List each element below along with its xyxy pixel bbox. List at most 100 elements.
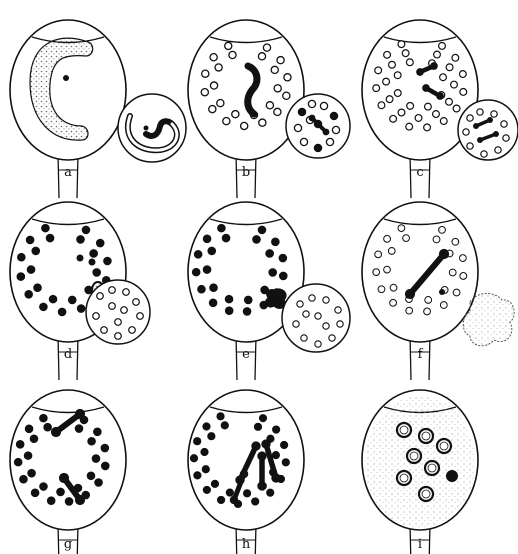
- granule: [210, 284, 218, 292]
- granule: [259, 415, 266, 422]
- granule: [65, 498, 73, 506]
- granule: [210, 82, 217, 89]
- spindle-knob: [493, 131, 499, 137]
- granule: [403, 235, 410, 242]
- panel-label-e: e: [242, 347, 250, 362]
- granule: [433, 111, 440, 118]
- granule: [34, 284, 42, 292]
- granule: [77, 255, 84, 262]
- granule: [229, 51, 236, 58]
- granule: [303, 311, 309, 317]
- granule: [201, 89, 208, 96]
- granule: [93, 269, 101, 277]
- granule: [407, 102, 414, 109]
- spindle-knob: [271, 473, 280, 482]
- granule: [266, 102, 273, 109]
- granule: [269, 269, 277, 277]
- panel-i: [362, 390, 478, 554]
- spindle-knob: [422, 84, 430, 92]
- granule: [384, 266, 391, 273]
- granule: [40, 483, 48, 491]
- granule: [446, 64, 453, 71]
- granule: [274, 108, 281, 115]
- granule: [90, 250, 98, 258]
- granule: [27, 266, 35, 274]
- granule: [406, 307, 413, 314]
- granule: [77, 305, 85, 313]
- granule: [386, 96, 393, 103]
- spindle-knob: [257, 451, 266, 460]
- granule: [209, 105, 216, 112]
- granule: [225, 295, 233, 303]
- granule: [323, 323, 329, 329]
- granule: [378, 286, 385, 293]
- cell-body: [10, 390, 126, 530]
- granule: [384, 235, 391, 242]
- panel-d: [10, 202, 150, 380]
- granule: [210, 54, 217, 61]
- granule: [337, 321, 343, 327]
- granule: [32, 247, 40, 255]
- spindle-knob: [439, 249, 449, 259]
- granule: [439, 42, 446, 49]
- granule: [259, 119, 266, 126]
- spindle-knob: [477, 137, 483, 143]
- panel-label-i: i: [418, 537, 422, 552]
- spindle-knob: [51, 427, 61, 437]
- granule: [211, 480, 218, 487]
- panel-a: [10, 20, 186, 198]
- granule: [202, 466, 209, 473]
- granule: [425, 297, 432, 304]
- granule: [49, 295, 57, 303]
- granule: [398, 109, 405, 116]
- granule: [284, 74, 291, 81]
- granule: [388, 248, 395, 255]
- panel-b: [188, 20, 350, 198]
- granule: [121, 307, 128, 314]
- spindle-knob: [75, 495, 85, 505]
- granule: [378, 102, 385, 109]
- granule: [82, 226, 90, 234]
- granule: [439, 289, 445, 295]
- granule: [452, 238, 459, 245]
- granule: [129, 327, 136, 334]
- granule: [28, 469, 36, 477]
- granule: [16, 441, 24, 449]
- panel-f: [362, 202, 514, 380]
- ring-nucleus: [419, 487, 433, 501]
- granule: [243, 308, 251, 316]
- granule: [202, 70, 209, 77]
- spindle-knob: [405, 289, 415, 299]
- panel-g: [10, 390, 126, 554]
- granule: [477, 109, 483, 115]
- granule: [308, 100, 315, 107]
- granule: [298, 108, 305, 115]
- granule: [57, 488, 65, 496]
- granule: [253, 236, 261, 244]
- granule: [14, 458, 22, 466]
- granule: [101, 462, 109, 470]
- granule: [203, 235, 211, 243]
- granule: [481, 151, 487, 157]
- panel-c: [362, 20, 518, 198]
- granule: [279, 254, 287, 262]
- granule: [394, 72, 401, 79]
- granule: [40, 303, 48, 311]
- granule: [215, 64, 222, 71]
- granule: [25, 290, 33, 298]
- granule: [329, 335, 335, 341]
- granule: [326, 138, 333, 145]
- granule: [266, 250, 274, 258]
- panel-h: [188, 390, 304, 554]
- spindle-knob: [240, 470, 249, 479]
- granule: [194, 251, 202, 259]
- granule: [459, 255, 466, 262]
- granule: [389, 61, 396, 68]
- granule: [95, 479, 103, 487]
- granule: [109, 287, 116, 294]
- granule: [271, 66, 278, 73]
- granule: [58, 308, 66, 316]
- panel-label-d: d: [64, 347, 72, 362]
- granule: [394, 90, 401, 97]
